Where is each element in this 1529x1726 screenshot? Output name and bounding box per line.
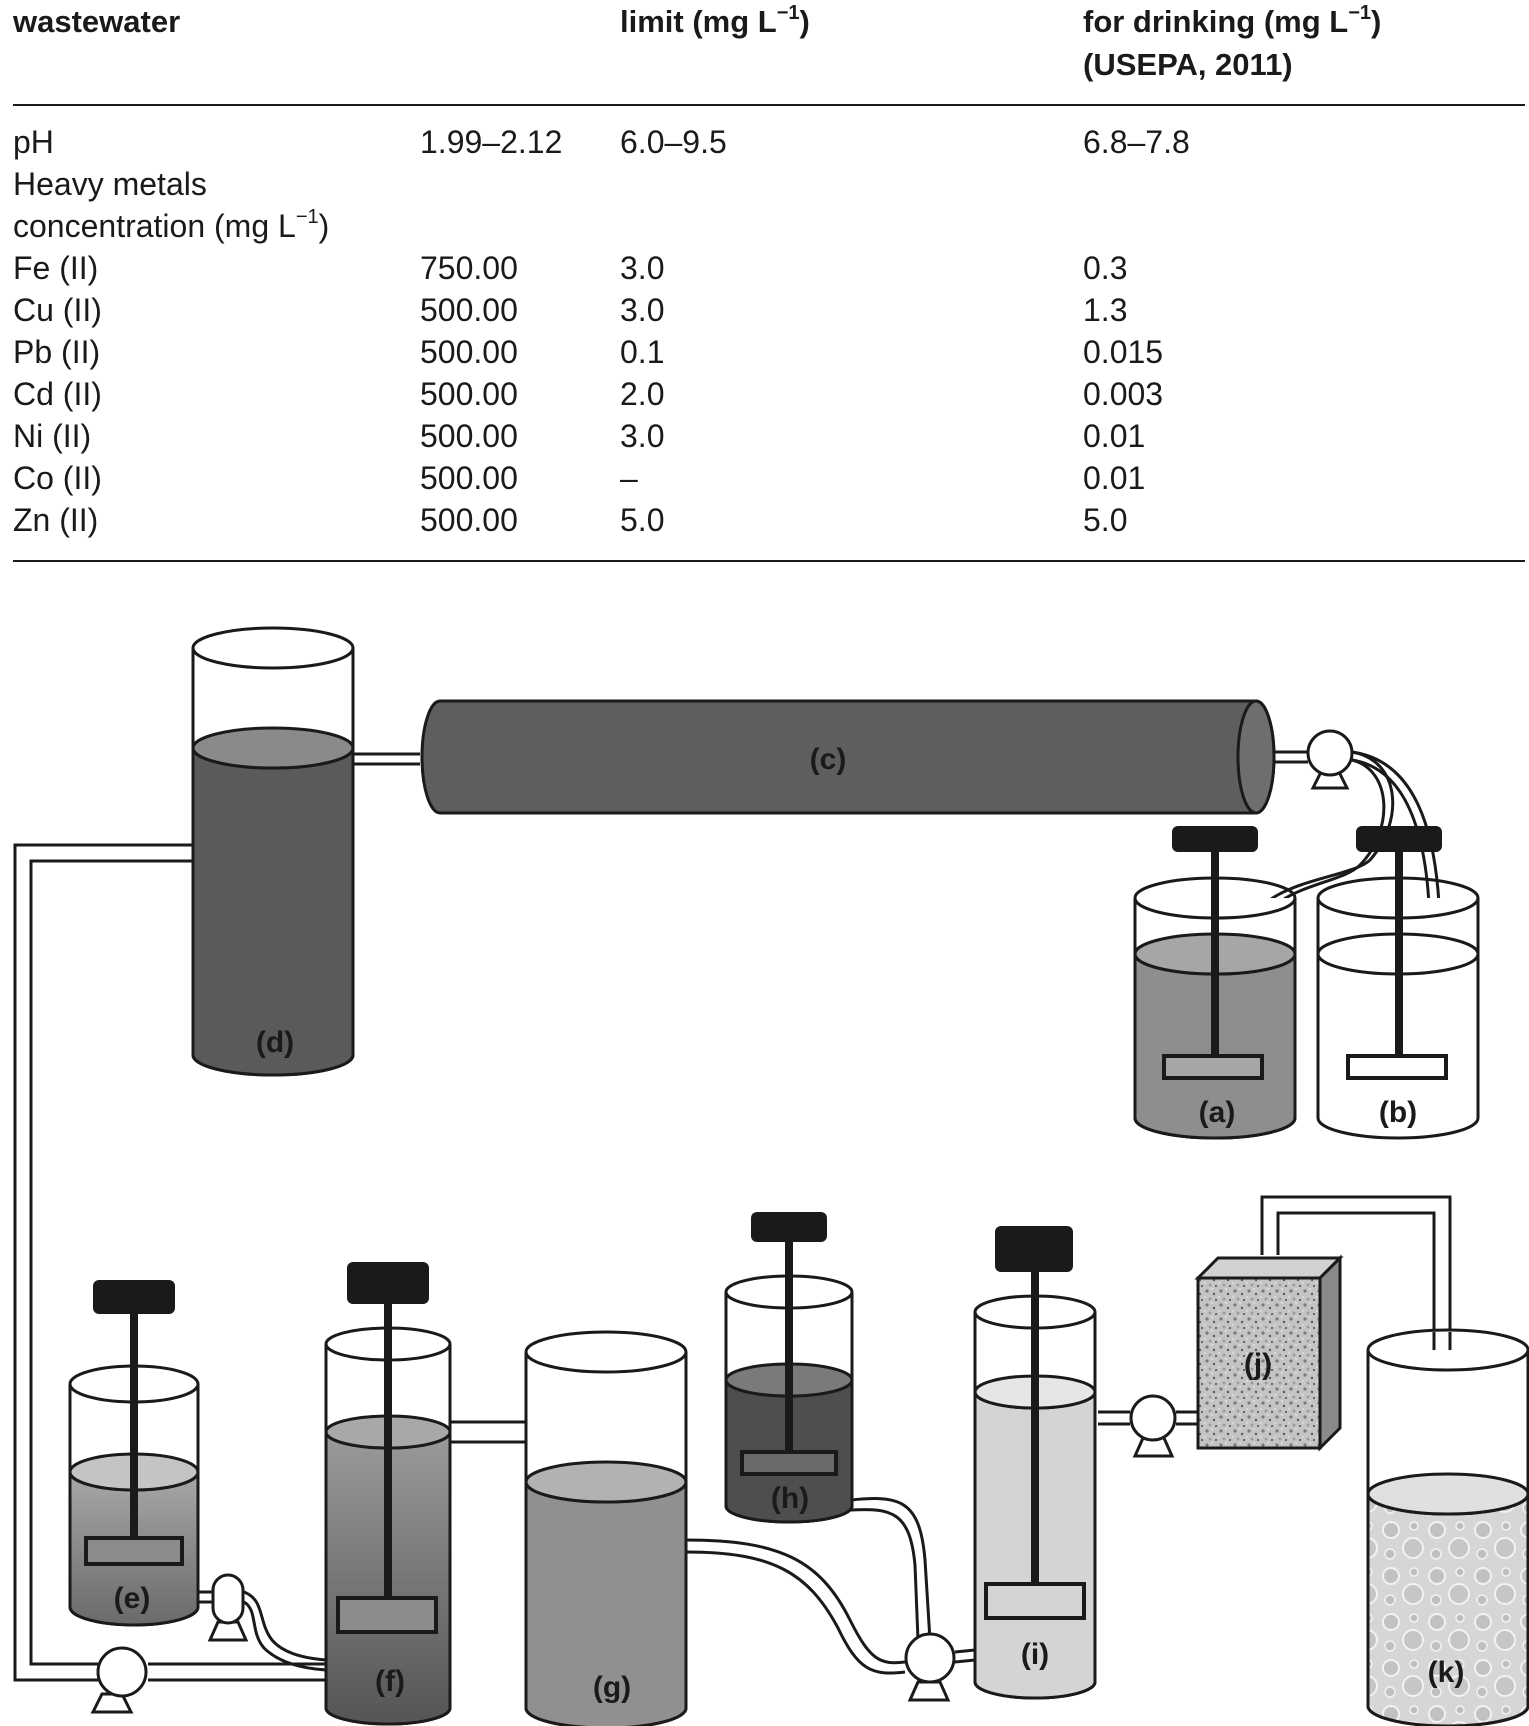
- label-h: (h): [771, 1482, 809, 1515]
- label-k: (k): [1428, 1656, 1465, 1689]
- cell-wastewater: 1.99–2.12: [420, 124, 563, 160]
- cell-drinking: 6.8–7.8: [1083, 124, 1190, 160]
- cell-wastewater: 500.00: [420, 418, 518, 454]
- filter-box-j: [1194, 1254, 1344, 1452]
- label-b: (b): [1379, 1096, 1417, 1129]
- pump-bottom-mid: [904, 1632, 956, 1702]
- cell-drinking: 1.3: [1083, 292, 1128, 328]
- cell-limit: –: [620, 460, 638, 496]
- pipe-pump-f-1: [243, 1590, 327, 1662]
- cell-drinking: 0.015: [1083, 334, 1164, 370]
- tank-e: [68, 1280, 200, 1627]
- cell-wastewater: 500.00: [420, 376, 518, 412]
- header-rule: [13, 104, 1525, 106]
- header-limit: limit (mg L−1): [620, 1, 810, 39]
- cell-drinking: 0.01: [1083, 460, 1146, 496]
- cell-parameter: pH: [13, 124, 54, 160]
- pipe-j-k-outer: [1260, 1195, 1452, 1350]
- label-c: (c): [810, 743, 847, 776]
- tank-g: [524, 1330, 688, 1726]
- cell-parameter: Co (II): [13, 460, 102, 496]
- pipe-h-pump-1: [850, 1497, 932, 1641]
- tank-a: [1133, 826, 1297, 1140]
- cell-parameter: Zn (II): [13, 502, 99, 538]
- cell-parameter: Ni (II): [13, 418, 92, 454]
- cell-wastewater: 500.00: [420, 502, 518, 538]
- bottom-rule: [13, 560, 1525, 562]
- header-drinking-source: (USEPA, 2011): [1083, 47, 1293, 82]
- cell-limit: 6.0–9.5: [620, 124, 727, 160]
- cell-limit: 3.0: [620, 292, 665, 328]
- cell-parameter: Pb (II): [13, 334, 101, 370]
- header-drinking: for drinking (mg L−1): [1083, 1, 1382, 39]
- cell-drinking: 0.01: [1083, 418, 1146, 454]
- pipe-d-inner: [29, 859, 193, 1666]
- pipe-pump-b-1: [1351, 750, 1442, 941]
- cell-drinking: 0.003: [1083, 376, 1164, 412]
- tank-h: [724, 1212, 854, 1524]
- label-f: (f): [375, 1665, 405, 1698]
- cell-parameter: Cd (II): [13, 376, 102, 412]
- header-wastewater: wastewater: [13, 4, 181, 39]
- cell-wastewater: 750.00: [420, 250, 518, 286]
- cell-wastewater: 500.00: [420, 334, 518, 370]
- cell-parameter: Fe (II): [13, 250, 99, 286]
- label-j: (j): [1244, 1348, 1272, 1381]
- cell-limit: 2.0: [620, 376, 665, 412]
- pipe-g-pump-2: [685, 1550, 906, 1675]
- label-i: (i): [1021, 1638, 1049, 1671]
- tank-f: [324, 1262, 452, 1726]
- cell-drinking: 5.0: [1083, 502, 1128, 538]
- tank-i: [973, 1226, 1097, 1700]
- pipe-pump-i-1: [954, 1648, 976, 1654]
- pipe-g-pump-1: [685, 1538, 906, 1665]
- cell-drinking: 0.3: [1083, 250, 1128, 286]
- cell-limit: 5.0: [620, 502, 665, 538]
- cell-parameter: concentration (mg L−1): [13, 206, 330, 244]
- pipe-j-k-inner: [1276, 1211, 1436, 1350]
- label-g: (g): [593, 1671, 631, 1704]
- label-a: (a): [1199, 1096, 1236, 1129]
- cell-limit: 3.0: [620, 418, 665, 454]
- pipe-h-pump-2: [850, 1508, 920, 1641]
- tank-b: [1316, 826, 1480, 1140]
- pump-right-lower: [1129, 1394, 1177, 1458]
- cell-limit: 3.0: [620, 250, 665, 286]
- cell-wastewater: 500.00: [420, 460, 518, 496]
- tank-d: [191, 626, 355, 1077]
- cell-wastewater: 500.00: [420, 292, 518, 328]
- label-e: (e): [114, 1582, 151, 1615]
- pump-top-right: [1306, 729, 1354, 790]
- pump-bottom-left: [90, 1646, 148, 1714]
- pipe-pump-i-2: [954, 1658, 976, 1664]
- pipe-d-outer: [13, 843, 193, 1682]
- label-d: (d): [256, 1026, 294, 1059]
- cell-limit: 0.1: [620, 334, 665, 370]
- pipe-pump-f-2: [243, 1600, 327, 1672]
- tank-k: [1366, 1328, 1529, 1726]
- pump-small-e: [207, 1573, 249, 1642]
- cell-parameter: Cu (II): [13, 292, 102, 328]
- column-c: [420, 699, 1276, 815]
- cell-parameter: Heavy metals: [13, 166, 207, 202]
- data-table: wastewater limit (mg L−1) for drinking (…: [0, 0, 1529, 570]
